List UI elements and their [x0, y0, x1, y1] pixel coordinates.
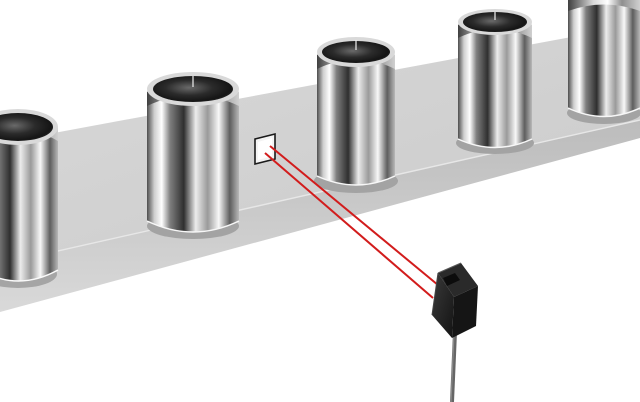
sensor-cable	[450, 331, 457, 402]
beam-lower	[264, 152, 434, 299]
photoelectric-sensor	[431, 262, 478, 338]
beam-upper	[269, 145, 439, 286]
laser-beams	[264, 145, 439, 299]
can-5	[567, 0, 640, 124]
can-2	[146, 72, 240, 239]
can-1	[0, 109, 59, 288]
can-4	[456, 9, 534, 154]
conveyor-side-surface	[0, 120, 640, 312]
can-3	[314, 37, 398, 193]
